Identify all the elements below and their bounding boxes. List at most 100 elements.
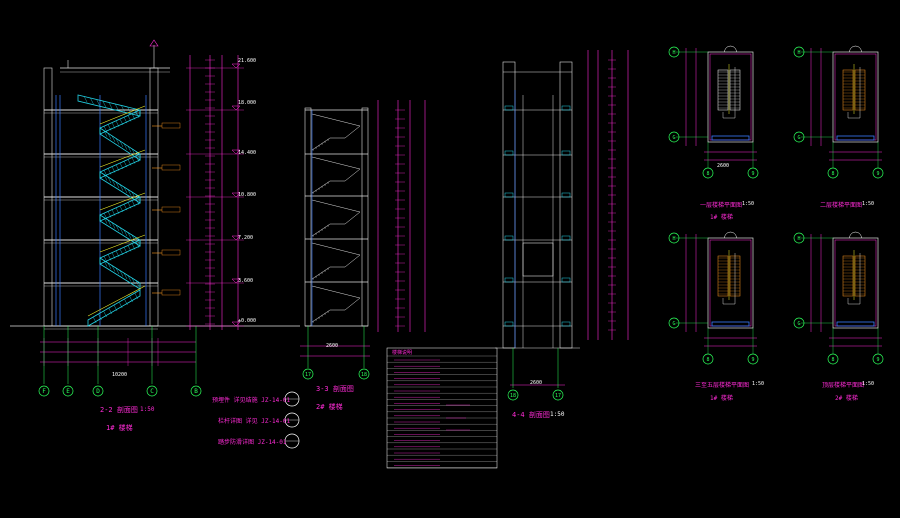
plan4-outline: [832, 237, 879, 329]
stair-hatch: [115, 103, 119, 111]
stair-flight: [99, 257, 141, 290]
plan1-outline: [707, 51, 754, 143]
axis-label: D: [96, 388, 100, 395]
stair-hatch: [131, 277, 136, 285]
sec33-stair-profile: [311, 156, 361, 194]
stair-hatch: [129, 295, 133, 303]
axis-label: E: [66, 388, 70, 395]
axis-bubble: [793, 46, 805, 58]
plan4-walk-arrow: [847, 253, 861, 305]
axis-label: 8: [831, 171, 834, 177]
stair-hatch: [103, 170, 108, 177]
plan4-door-arc: [849, 231, 856, 239]
plan4-window: [836, 321, 875, 327]
plan3-window: [711, 321, 750, 327]
legend-item-3: 踏步防滑详图 JZ-14-01: [218, 439, 287, 446]
sec33-stair-profile: [311, 113, 361, 151]
level-mark-1: 3.600: [238, 278, 254, 284]
stair-hatch: [111, 166, 116, 173]
level-symbol: [231, 149, 241, 155]
stair-hatch: [111, 209, 116, 216]
stair-hatch: [115, 138, 120, 145]
stair-hatch: [127, 275, 132, 282]
section22-subtitle: 1# 楼梯: [106, 424, 133, 432]
stair-hatch: [127, 245, 132, 252]
sec44-landing: [561, 192, 571, 198]
axis-label: 9: [876, 171, 879, 177]
stair-hatch: [111, 265, 116, 272]
stair-hatch: [107, 124, 112, 131]
sec44-landing: [561, 321, 571, 327]
axis-bubble: [146, 385, 158, 397]
stair-hatch: [131, 243, 136, 250]
stair-hatch: [133, 108, 137, 115]
level-symbol: [231, 105, 241, 111]
stair-hatch: [123, 186, 128, 194]
axis-label: G: [797, 135, 800, 141]
sec44-opening: [522, 242, 554, 277]
axis-bubble: [668, 46, 680, 58]
plan2-window: [836, 135, 875, 141]
stair-hatch: [103, 256, 108, 263]
axis-bubble: [62, 385, 74, 397]
section33-title: 3-3 剖面图: [316, 385, 354, 393]
plan3-inner: [709, 239, 752, 327]
sec44-landing: [561, 105, 571, 111]
handrail: [87, 285, 146, 317]
section44-scale: 1:50: [550, 411, 565, 418]
axis-label: 8: [706, 357, 709, 363]
axis-bubble: [827, 353, 839, 365]
notes-title: 楼梯说明: [392, 350, 413, 356]
handrail: [99, 192, 146, 211]
plan3-scale: 1:50: [752, 381, 765, 387]
plan3-walk-arrow: [722, 253, 736, 305]
stair-hatch: [121, 105, 125, 112]
axis-label: H: [672, 50, 675, 56]
stair-hatch: [119, 270, 124, 277]
note-tag: [161, 289, 181, 296]
stair-hatch: [119, 227, 124, 234]
stair-hatch: [107, 254, 112, 261]
stair-hatch: [123, 229, 128, 237]
axis-label: G: [797, 321, 800, 327]
stair-hatch: [123, 143, 128, 150]
stair-hatch: [115, 181, 120, 189]
plan2-door-arc: [855, 45, 862, 53]
sec33-stair-profile: [311, 285, 361, 323]
plan3-outline: [707, 237, 754, 329]
handrail: [99, 149, 146, 168]
stair-hatch: [123, 117, 128, 124]
level-symbol: [231, 63, 241, 69]
axis-bubble: [747, 167, 759, 179]
level-symbol: [231, 192, 241, 198]
stair-hatch: [107, 262, 112, 270]
stair-hatch: [119, 184, 124, 191]
stair-hatch: [103, 310, 107, 318]
axis-bubble: [668, 317, 680, 329]
stair-hatch: [103, 174, 108, 181]
stair-hatch: [131, 200, 136, 207]
axis-bubble: [702, 167, 714, 179]
stair-hatch: [115, 120, 120, 127]
stair-hatch: [131, 113, 136, 120]
stair-hatch: [115, 164, 120, 171]
stair-hatch: [111, 252, 116, 259]
top-mark: [149, 39, 159, 47]
stair-hatch: [134, 292, 138, 300]
axis-bubble: [827, 167, 839, 179]
plan3-door-arc: [724, 231, 731, 239]
axis-label: 8: [706, 171, 709, 177]
plan3-door-arc: [730, 231, 737, 239]
stair-flight: [87, 289, 141, 327]
sec44-landing: [504, 105, 514, 111]
axis-label: G: [672, 321, 675, 327]
handrail: [99, 105, 146, 125]
axis-label: H: [672, 236, 675, 242]
plan1-door-arc: [730, 45, 737, 53]
axis-label: 17: [555, 393, 561, 399]
plan3-subtitle: 1# 楼梯: [710, 395, 733, 402]
level-mark-3: 10.800: [238, 192, 257, 198]
level-symbol: [231, 321, 241, 327]
stair-hatch: [119, 162, 124, 170]
sec44-landing: [504, 277, 514, 283]
